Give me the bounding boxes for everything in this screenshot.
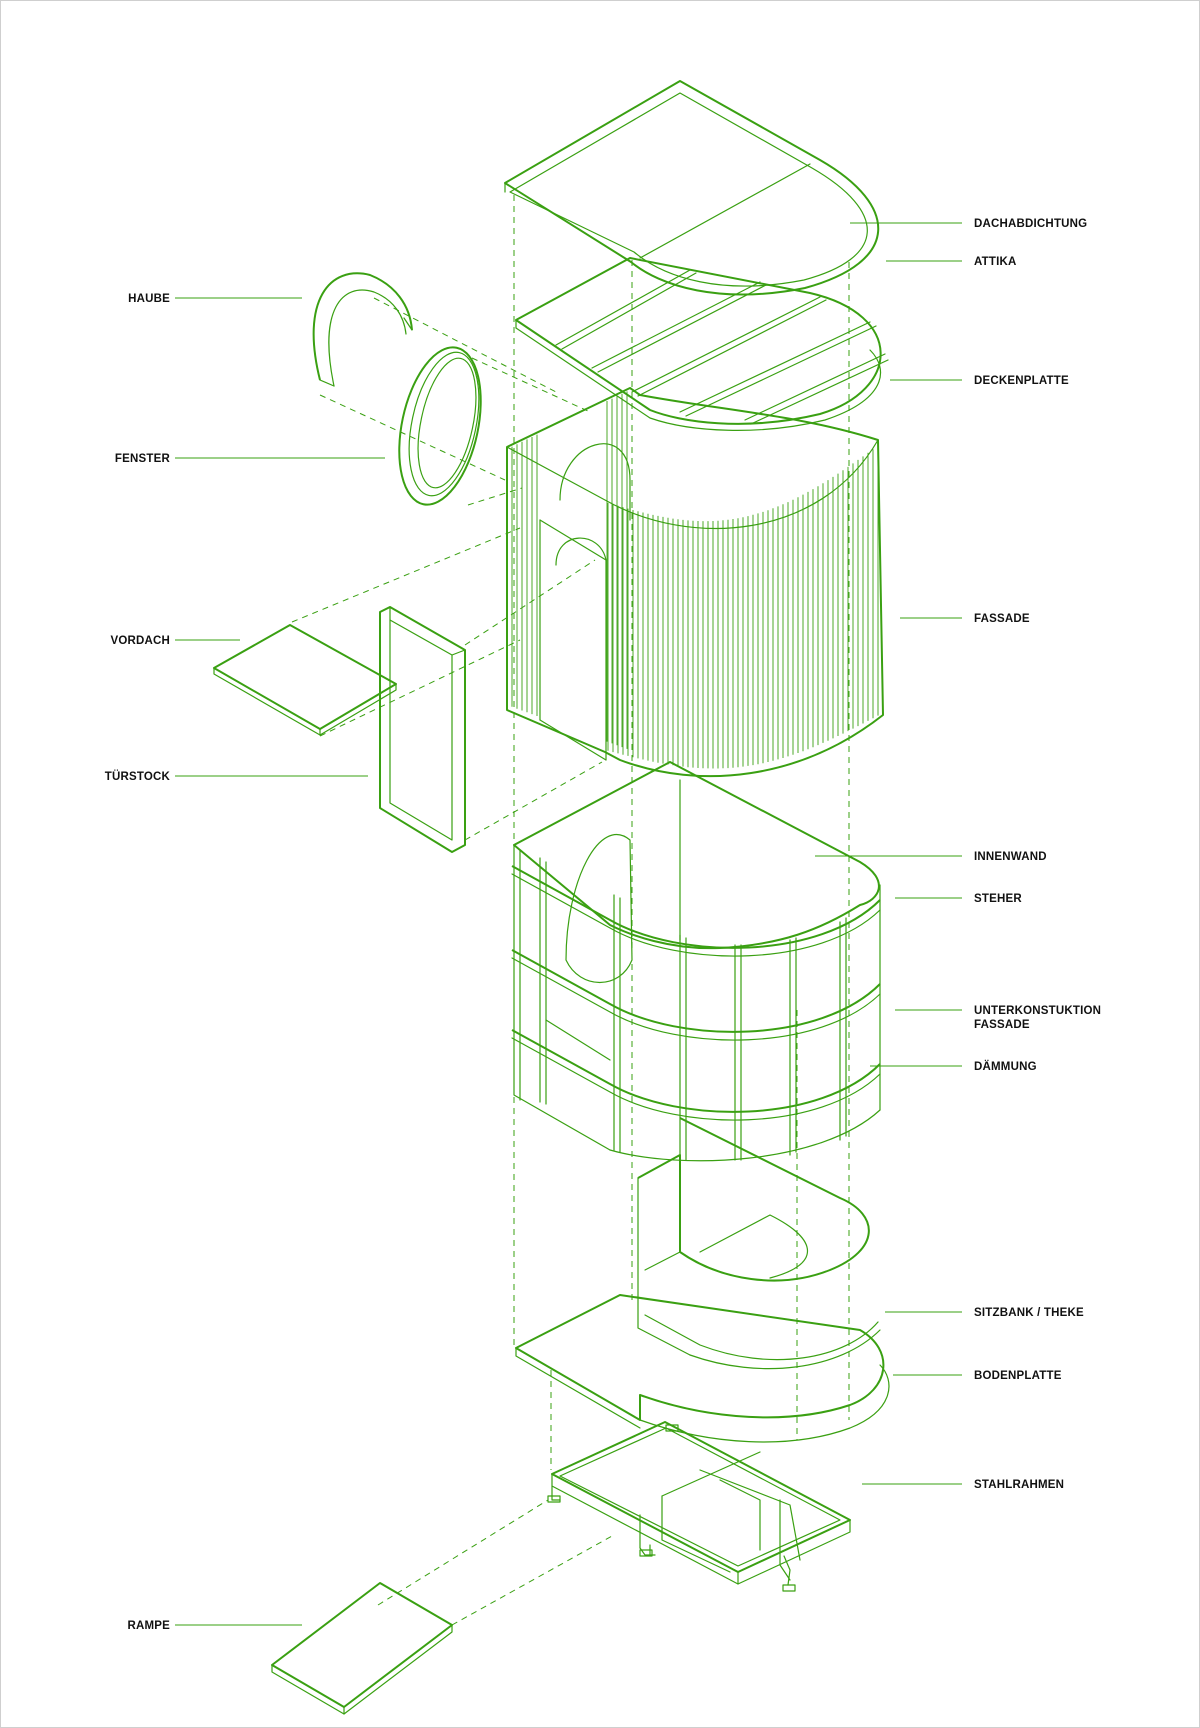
rampe-part	[271, 1582, 453, 1715]
label-sitzbank: SITZBANK / THEKE	[974, 1307, 1084, 1319]
label-bodenplatte: BODENPLATTE	[974, 1370, 1062, 1382]
label-innenwand: INNENWAND	[974, 851, 1047, 863]
haube-part	[312, 272, 413, 387]
deckenplatte-part	[515, 257, 889, 431]
bodenplatte-part	[515, 1294, 890, 1443]
dachabdichtung-part	[504, 80, 880, 296]
label-daemmung: DÄMMUNG	[974, 1060, 1037, 1073]
label-deckenplatte: DECKENPLATTE	[974, 375, 1069, 387]
label-attika: ATTIKA	[974, 256, 1017, 268]
fenster-part	[398, 346, 482, 506]
fassade-part	[506, 387, 884, 778]
tuerstock-part	[379, 606, 466, 853]
label-fenster: FENSTER	[115, 453, 171, 465]
label-rampe: RAMPE	[127, 1620, 170, 1632]
wall-structure-part	[511, 761, 881, 1162]
facade-slats	[511, 391, 879, 769]
label-dachabdichtung: DACHABDICHTUNG	[974, 218, 1087, 230]
sitzbank-part	[637, 1117, 881, 1370]
label-haube: HAUBE	[128, 293, 170, 305]
alignment-lines	[513, 195, 850, 1470]
vordach-part	[213, 624, 397, 736]
stahlrahmen-part	[547, 1421, 851, 1592]
label-unterkonstruktion-line1: UNTERKONSTUKTION	[974, 1005, 1101, 1017]
labels: DACHABDICHTUNG ATTIKA DECKENPLATTE FASSA…	[105, 218, 1101, 1632]
label-steher: STEHER	[974, 893, 1022, 905]
leader-lines	[175, 222, 962, 1626]
label-fassade: FASSADE	[974, 613, 1030, 625]
label-stahlrahmen: STAHLRAHMEN	[974, 1479, 1064, 1491]
label-vordach: VORDACH	[110, 635, 170, 647]
label-unterkonstruktion-line2: FASSADE	[974, 1019, 1030, 1031]
projection-lines	[291, 297, 613, 1626]
label-tuerstock: TÜRSTOCK	[105, 770, 171, 783]
